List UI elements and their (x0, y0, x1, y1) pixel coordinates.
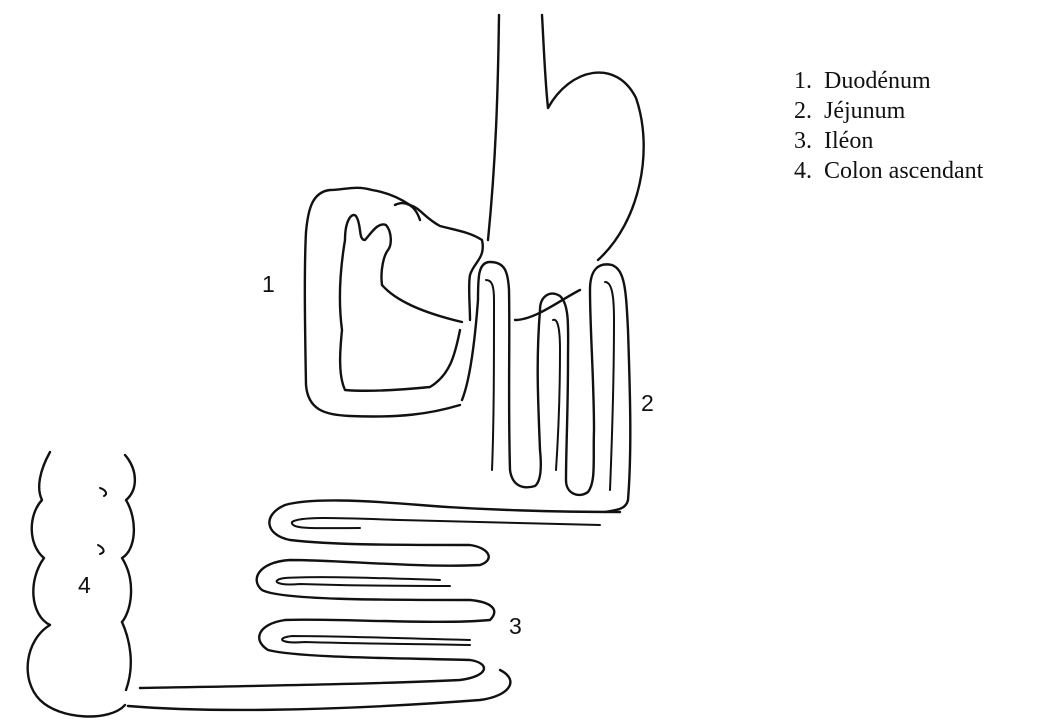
legend-item-colon: 4. Colon ascendant (782, 156, 983, 186)
legend-label: Iléon (824, 128, 873, 154)
legend-number: 3. (782, 126, 812, 156)
duodenum-outline (305, 188, 483, 417)
ileum-outline (140, 500, 620, 688)
legend-item-duodenum: 1. Duodénum (782, 66, 983, 96)
legend-label: Duodénum (824, 68, 931, 94)
legend-label: Jéjunum (824, 98, 905, 124)
ascending-colon-outline (28, 452, 511, 716)
legend-number: 1. (782, 66, 812, 96)
legend-item-ileum: 3. Iléon (782, 126, 983, 156)
label-jejunum: 2 (641, 390, 654, 416)
label-duodenum: 1 (262, 271, 275, 297)
label-colon: 4 (78, 572, 91, 598)
legend-item-jejunum: 2. Jéjunum (782, 96, 983, 126)
legend-number: 4. (782, 156, 812, 186)
label-ileum: 3 (509, 613, 522, 639)
legend-number: 2. (782, 96, 812, 126)
legend-list: 1. Duodénum 2. Jéjunum 3. Iléon 4. Colon asc… (782, 66, 983, 186)
legend-label: Colon ascendant (824, 158, 983, 184)
jejunum-outline (462, 262, 630, 512)
